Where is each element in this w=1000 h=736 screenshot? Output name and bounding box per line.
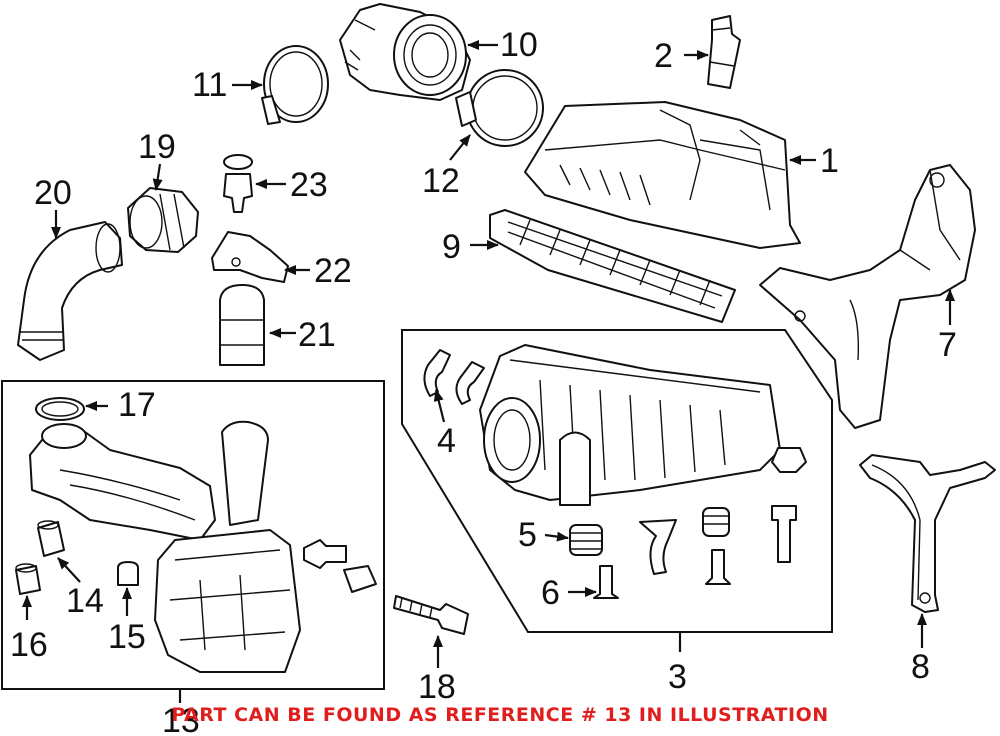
callout-13: 13	[162, 702, 200, 736]
callout-7: 7	[938, 326, 957, 364]
callout-1: 1	[820, 142, 839, 180]
part-12-hose-clamp[interactable]	[455, 69, 544, 147]
part-9-air-filter[interactable]	[489, 209, 736, 323]
part-13-resonator-assembly[interactable]	[29, 420, 301, 673]
part-20-intake-pipe[interactable]	[17, 221, 123, 361]
part-1-air-cleaner-cover[interactable]	[524, 101, 801, 249]
part-14-grommet[interactable]	[37, 520, 65, 557]
part-22-bracket[interactable]	[211, 231, 289, 283]
callout-20: 20	[34, 174, 72, 212]
callout-2: 2	[654, 37, 673, 75]
callout-21: 21	[298, 316, 336, 354]
callout-14: 14	[66, 582, 104, 620]
callout-10: 10	[500, 26, 538, 64]
part-5-springs[interactable]	[569, 507, 730, 575]
callout-19: 19	[138, 128, 176, 166]
leader-lines	[22, 40, 955, 703]
part-4-clips[interactable]	[423, 349, 485, 405]
part-2-sensor[interactable]	[707, 15, 741, 89]
callout-labels: 1 2 3 4 5 6 7 8 9 10 11 12 13 14 15 16 1…	[10, 26, 957, 736]
callout-12: 12	[422, 162, 460, 200]
callout-18: 18	[418, 668, 456, 706]
part-21-resonator-pipe[interactable]	[219, 284, 265, 366]
callout-6: 6	[541, 574, 560, 612]
callout-22: 22	[314, 252, 352, 290]
part-19-boot[interactable]	[127, 187, 199, 253]
part-3-bolt[interactable]	[771, 447, 807, 563]
callout-3: 3	[668, 658, 687, 696]
part-7-bracket[interactable]	[759, 164, 976, 429]
callout-23: 23	[290, 166, 328, 204]
group-box-3	[401, 329, 833, 633]
part-17-o-ring[interactable]	[35, 397, 85, 421]
callout-8: 8	[911, 648, 930, 686]
callout-9: 9	[442, 228, 461, 266]
part-13-fittings[interactable]	[303, 539, 377, 593]
callout-17: 17	[118, 386, 156, 424]
part-15-grommet[interactable]	[117, 561, 139, 586]
part-23-push-clip[interactable]	[223, 154, 253, 213]
group-box-13	[1, 380, 385, 690]
part-11-hose-clamp[interactable]	[261, 45, 329, 125]
reference-caption: PART CAN BE FOUND AS REFERENCE # 13 IN I…	[171, 704, 829, 726]
part-6-pins[interactable]	[593, 549, 731, 599]
part-16-grommet[interactable]	[15, 563, 41, 595]
part-3-air-box-lower[interactable]	[479, 344, 781, 506]
part-8-support[interactable]	[859, 454, 996, 613]
callout-4: 4	[437, 422, 456, 460]
callout-11: 11	[192, 66, 227, 104]
callout-15: 15	[108, 618, 146, 656]
callout-5: 5	[518, 516, 537, 554]
part-18-bolt[interactable]	[393, 595, 469, 635]
part-10-intake-duct[interactable]	[339, 3, 471, 101]
callout-16: 16	[10, 626, 48, 664]
